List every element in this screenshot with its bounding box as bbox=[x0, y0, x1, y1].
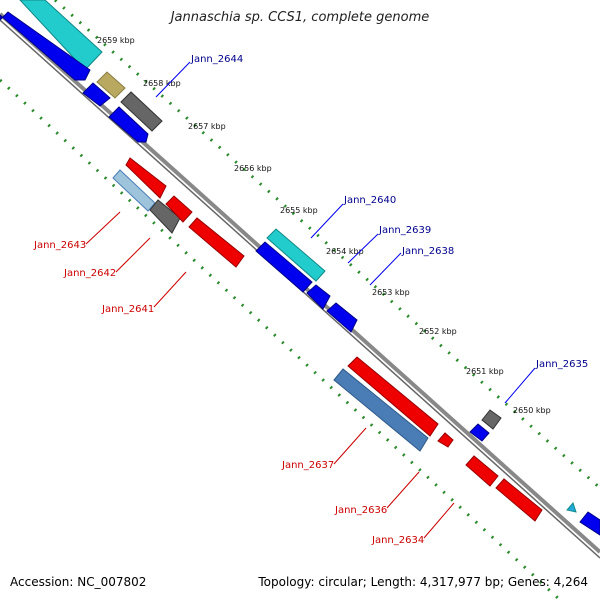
feature-gray-1[interactable] bbox=[120, 91, 163, 132]
feature-red-2636[interactable] bbox=[465, 455, 499, 487]
leader-2637 bbox=[333, 427, 367, 465]
leader-2640 bbox=[310, 203, 344, 239]
feature-blue-2638a[interactable] bbox=[306, 284, 331, 310]
leader-2638 bbox=[369, 252, 402, 286]
gene-label-jann-2635[interactable]: Jann_2635 bbox=[535, 359, 588, 370]
kbp-label-2657: 2657 kbp bbox=[188, 122, 226, 131]
feature-gray-2635[interactable] bbox=[481, 409, 502, 430]
gene-label-jann-2642[interactable]: Jann_2642 bbox=[63, 268, 116, 279]
leader-2634 bbox=[423, 502, 455, 539]
kbp-label-2656: 2656 kbp bbox=[234, 164, 272, 173]
feature-red-2637[interactable] bbox=[347, 356, 439, 437]
gene-label-jann-2637[interactable]: Jann_2637 bbox=[281, 460, 334, 471]
tick-track-outer bbox=[53, 0, 600, 490]
kbp-label-2650: 2650 kbp bbox=[513, 406, 551, 415]
feature-blue-edge[interactable] bbox=[579, 511, 600, 536]
kbp-label-2659: 2659 kbp bbox=[97, 36, 135, 45]
feature-red-2642[interactable] bbox=[165, 195, 193, 223]
kbp-label-2654: 2654 kbp bbox=[326, 247, 364, 256]
gene-label-jann-2639[interactable]: Jann_2639 bbox=[378, 225, 431, 236]
kbp-label-2651: 2651 kbp bbox=[466, 367, 504, 376]
tick-track-inner bbox=[0, 78, 562, 600]
kbp-label-2655: 2655 kbp bbox=[280, 206, 318, 215]
kbp-label-2653: 2653 kbp bbox=[372, 288, 410, 297]
feature-blue-top[interactable] bbox=[0, 11, 91, 81]
feature-red-2641[interactable] bbox=[188, 217, 245, 268]
topology-text: Topology: circular; Length: 4,317,977 bp… bbox=[258, 575, 588, 589]
feature-cyan-top[interactable] bbox=[19, 0, 103, 71]
kbp-label-2652: 2652 kbp bbox=[419, 327, 457, 336]
feature-blue-2638b[interactable] bbox=[326, 302, 358, 333]
accession-text: Accession: NC_007802 bbox=[10, 575, 147, 589]
feature-cyan-2640[interactable] bbox=[266, 228, 326, 282]
gene-label-jann-2636[interactable]: Jann_2636 bbox=[334, 505, 387, 516]
gene-label-jann-2638[interactable]: Jann_2638 bbox=[401, 246, 454, 257]
feature-red-small[interactable] bbox=[437, 432, 454, 448]
feature-olive[interactable] bbox=[96, 71, 126, 99]
kbp-label-2658: 2658 kbp bbox=[143, 79, 181, 88]
feature-blue-2[interactable] bbox=[108, 106, 149, 143]
feature-red-2634[interactable] bbox=[495, 478, 543, 522]
leader-2639 bbox=[347, 233, 379, 264]
map-title: Jannaschia sp. CCS1, complete genome bbox=[170, 10, 430, 25]
feature-steel-2637[interactable] bbox=[333, 368, 429, 452]
feature-red-2643[interactable] bbox=[125, 157, 167, 199]
gene-label-jann-2634[interactable]: Jann_2634 bbox=[371, 535, 424, 546]
leader-2643 bbox=[85, 211, 121, 245]
gene-label-jann-2640[interactable]: Jann_2640 bbox=[343, 195, 396, 206]
gene-label-jann-2643[interactable]: Jann_2643 bbox=[33, 240, 86, 251]
leader-2644 bbox=[155, 61, 191, 98]
leader-2636 bbox=[386, 471, 420, 509]
gene-label-jann-2644[interactable]: Jann_2644 bbox=[190, 54, 243, 65]
feature-blue-small-1[interactable] bbox=[82, 82, 111, 107]
feature-blue-2639[interactable] bbox=[255, 241, 313, 293]
feature-blue-2635[interactable] bbox=[469, 423, 490, 442]
feature-cyan-edge[interactable] bbox=[566, 502, 577, 513]
gene-label-jann-2641[interactable]: Jann_2641 bbox=[101, 304, 154, 315]
leader-2635 bbox=[504, 367, 536, 404]
leader-2642 bbox=[115, 237, 151, 273]
leader-2641 bbox=[153, 271, 187, 308]
